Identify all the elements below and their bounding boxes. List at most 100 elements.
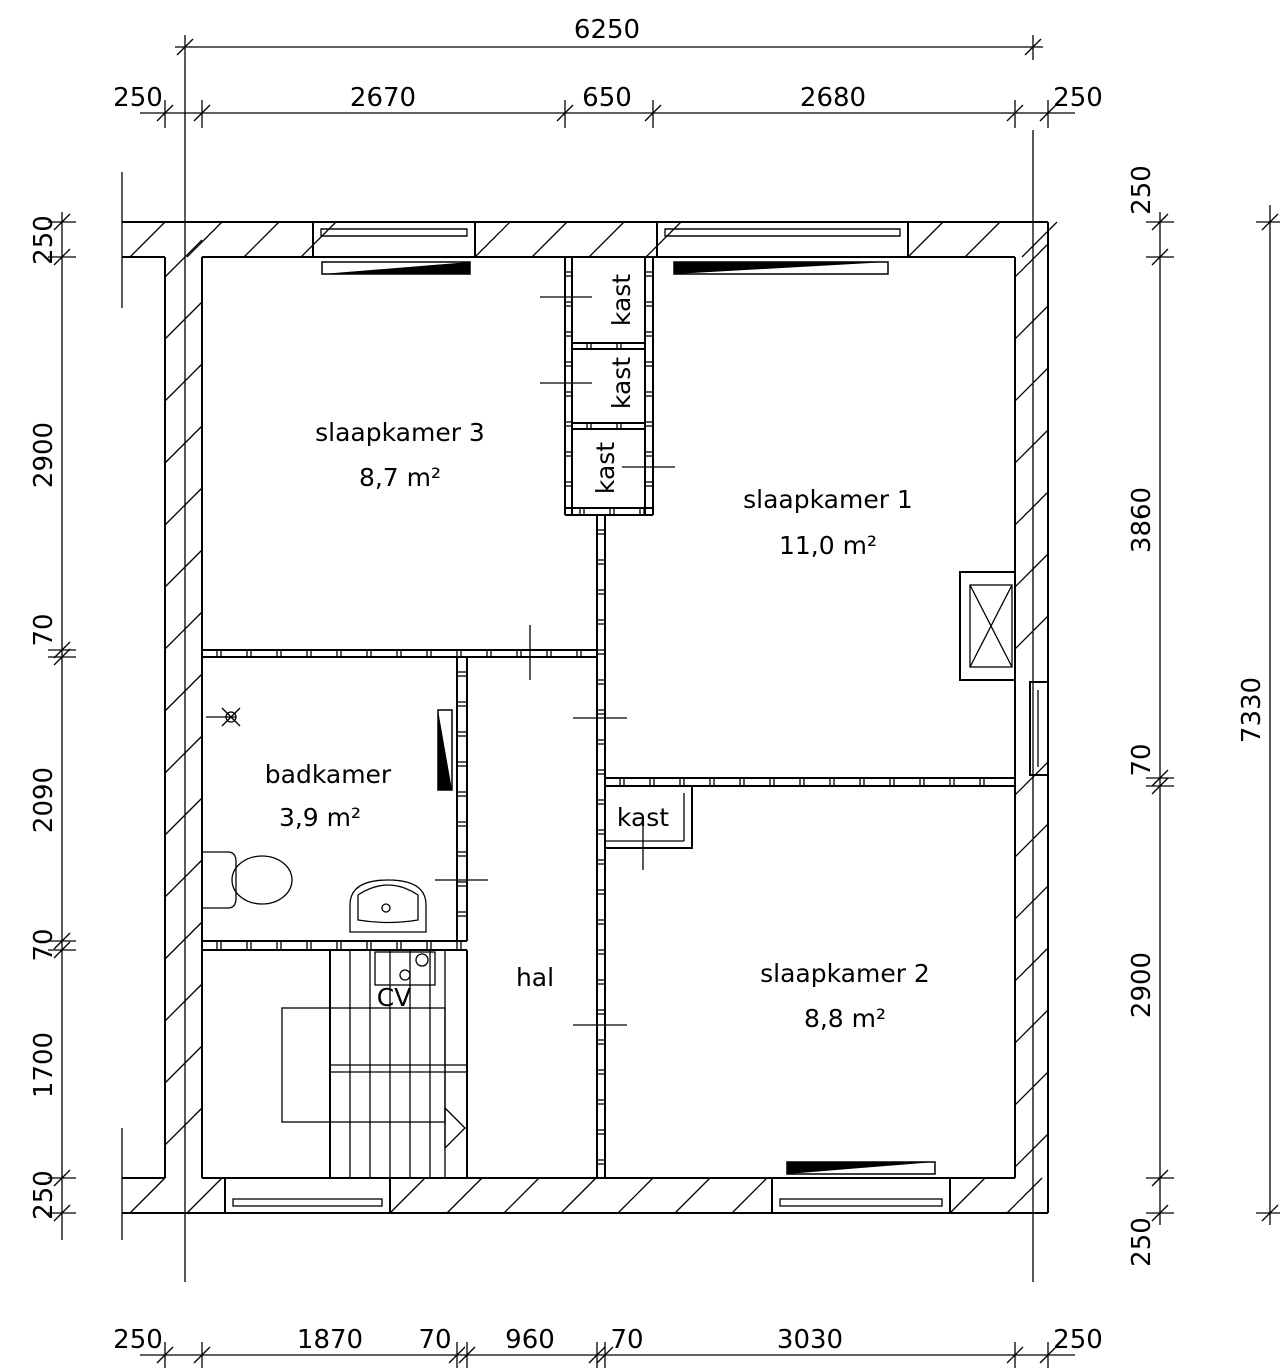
wall-hatch (1021, 221, 1058, 258)
dimension-tick (1261, 213, 1279, 231)
wall-hatch (1014, 761, 1049, 796)
dimension-tick (193, 1346, 211, 1364)
toilet-bowl (231, 855, 293, 905)
sink (349, 879, 427, 933)
wall-hatch (164, 797, 203, 836)
stair-arrow-icon (444, 1106, 466, 1150)
toilet-tank (202, 851, 237, 909)
wall-hatch (503, 1177, 540, 1214)
wall-hatch (164, 487, 203, 526)
window-frame (232, 1198, 383, 1207)
dimension-tick (156, 1346, 174, 1364)
wall-hatch (164, 735, 203, 774)
window (1029, 681, 1049, 776)
kast-label: kast (617, 803, 669, 832)
light-icon (221, 707, 241, 727)
radiator-fill (787, 1162, 935, 1174)
dimension-tick (588, 1346, 606, 1364)
dim-left: 2090 (29, 767, 59, 833)
window-frame (320, 228, 468, 237)
dim-left: 250 (29, 1170, 59, 1220)
window (224, 1177, 391, 1214)
cv-dial (399, 969, 411, 981)
wall-hatch (164, 673, 203, 712)
wall-hatch (164, 859, 203, 898)
dim-right: 70 (1127, 743, 1157, 776)
dimension-tick (1006, 1346, 1024, 1364)
wall-hatch (164, 1045, 203, 1084)
dim-left: 70 (29, 928, 59, 961)
kast-box (604, 785, 693, 849)
wall-hatch (164, 611, 203, 650)
dimension-tick (53, 932, 71, 950)
dim-top: 2670 (350, 83, 416, 113)
kast-label: kast (591, 442, 620, 494)
wall-hatch (164, 301, 203, 340)
wall-hatch (389, 1177, 426, 1214)
wall-hatch (129, 1177, 166, 1214)
room-area-slaapkamer-3: 8,7 m² (359, 463, 441, 492)
dimension-tick (53, 213, 71, 231)
dim-right: 250 (1127, 1217, 1157, 1267)
cv-boiler (374, 951, 436, 986)
dim-overall-width: 6250 (574, 15, 640, 45)
window-frame (779, 1198, 943, 1207)
dimension-tick (1024, 38, 1042, 56)
room-name-slaapkamer-3: slaapkamer 3 (315, 418, 485, 447)
dim-top: 650 (582, 83, 632, 113)
wall-hatch (164, 549, 203, 588)
wall-hatch (129, 221, 166, 258)
wall-hatch (243, 221, 280, 258)
dim-bottom: 3030 (777, 1325, 843, 1355)
light-icon (225, 711, 237, 723)
wall-hatch (164, 239, 203, 278)
dim-top: 250 (1053, 83, 1103, 113)
wall-hatch (300, 221, 337, 258)
chimney-inner (969, 584, 1013, 668)
dimension-tick (1151, 1204, 1169, 1222)
window-frame (664, 228, 901, 237)
dimension-tick (1039, 1346, 1057, 1364)
plan-geometry (48, 35, 1280, 1368)
dimension-tick (448, 1346, 466, 1364)
dimension-tick (193, 104, 211, 122)
dimension-tick (53, 641, 71, 659)
dim-bottom: 70 (418, 1325, 451, 1355)
dimension-tick (53, 248, 71, 266)
dimension-tick (458, 1346, 476, 1364)
room-name-slaapkamer-2: slaapkamer 2 (760, 959, 930, 988)
wall-hatch (1014, 615, 1049, 650)
room-area-badkamer: 3,9 m² (279, 803, 361, 832)
dimension-tick (1151, 769, 1169, 787)
wall-hatch (1014, 885, 1049, 920)
dim-top: 2680 (800, 83, 866, 113)
chimney-x (969, 584, 1013, 668)
wall-hatch (1014, 1071, 1049, 1106)
window (656, 221, 909, 258)
room-area-slaapkamer-2: 8,8 m² (804, 1004, 886, 1033)
dimension-tick (1151, 777, 1169, 795)
dim-right: 2900 (1127, 952, 1157, 1018)
wall-hatch (1014, 491, 1049, 526)
wall-hatch (907, 221, 944, 258)
dimension-tick (53, 1204, 71, 1222)
dim-overall-depth: 7330 (1237, 677, 1267, 743)
wall-hatch (1014, 1133, 1049, 1168)
wall-hatch (164, 921, 203, 960)
dimension-tick (1006, 104, 1024, 122)
wall-hatch (588, 221, 625, 258)
cv-label: CV (377, 983, 412, 1012)
sink-drain (381, 903, 391, 913)
kast-label: kast (607, 274, 636, 326)
room-area-slaapkamer-1: 11,0 m² (779, 531, 877, 560)
window (771, 1177, 951, 1214)
wall-hatch (1014, 429, 1049, 464)
dim-left: 250 (29, 215, 59, 265)
dimension-tick (1151, 213, 1169, 231)
wall-hatch (446, 1177, 483, 1214)
dim-left: 70 (29, 613, 59, 646)
dimension-tick (1039, 104, 1057, 122)
dim-bottom: 70 (610, 1325, 643, 1355)
wall-hatch (164, 983, 203, 1022)
